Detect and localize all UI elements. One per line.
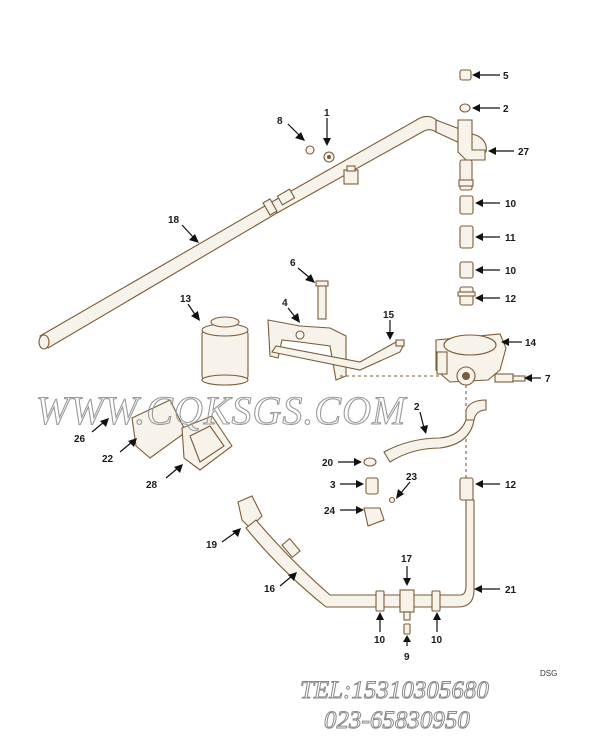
label-11: 11 — [505, 233, 516, 244]
label-23: 23 — [406, 472, 418, 483]
part-10-mid-clamp — [459, 261, 474, 279]
leader-lines — [91, 71, 541, 646]
part-13-filter — [201, 316, 249, 386]
pipe-18 — [38, 115, 487, 350]
label-22: 22 — [102, 454, 114, 465]
label-5: 5 — [503, 71, 509, 82]
label-16: 16 — [264, 584, 276, 595]
part-12-lower-fitting — [459, 477, 474, 501]
label-13: 13 — [180, 294, 192, 305]
label-3: 3 — [330, 480, 336, 491]
label-1: 1 — [324, 108, 330, 119]
part-11-hose — [459, 225, 474, 249]
label-18: 18 — [168, 215, 180, 226]
part-23-pin — [388, 496, 396, 504]
label-21: 21 — [505, 585, 517, 596]
label-15: 15 — [383, 310, 395, 321]
label-27: 27 — [518, 147, 530, 158]
part-20-ring — [363, 457, 377, 467]
label-2-upper: 2 — [503, 104, 509, 115]
label-19: 19 — [206, 540, 218, 551]
part-15-rod — [271, 339, 405, 371]
label-10-top: 10 — [505, 199, 517, 210]
part-12-top-fitting — [457, 286, 476, 306]
watermark-phone: 023-65830950 — [324, 707, 470, 734]
label-12-lower: 12 — [505, 480, 517, 491]
watermark-tel: TEL:15310305680 — [300, 677, 489, 704]
label-6: 6 — [290, 258, 296, 269]
label-14: 14 — [525, 338, 537, 349]
part-elbow-stub — [458, 159, 474, 191]
label-28: 28 — [146, 480, 158, 491]
part-10-top-clamp — [459, 195, 474, 215]
part-27-elbow — [457, 119, 486, 161]
label-26: 26 — [74, 434, 86, 445]
part-5-cap — [459, 69, 472, 81]
part-2-ring — [459, 103, 471, 113]
part-14-housing — [435, 333, 514, 386]
part-24-connector — [363, 507, 385, 527]
part-8-nut — [305, 145, 315, 155]
part-2-lower-hose — [383, 399, 487, 463]
watermark-site: WWW.CQKSGS.COM — [36, 388, 408, 433]
label-7: 7 — [545, 374, 551, 385]
part-labels: 5 2 27 10 11 10 12 14 7 8 1 18 6 4 13 15… — [74, 71, 551, 663]
part-6-bolt — [315, 280, 329, 320]
label-12-upper: 12 — [505, 294, 517, 305]
label-10-lower-left: 10 — [374, 635, 386, 646]
label-8: 8 — [277, 116, 283, 127]
label-20: 20 — [322, 458, 334, 469]
part-7-bolt — [512, 375, 526, 382]
part-10-lower-clamp-right — [431, 590, 441, 612]
part-3-fitting — [365, 477, 379, 495]
part-9-plug — [403, 623, 411, 635]
label-10-mid: 10 — [505, 266, 517, 277]
corner-mark: DSG — [540, 669, 557, 678]
part-17-tee — [399, 589, 415, 621]
pipe-bracket — [343, 165, 359, 185]
label-17: 17 — [401, 554, 413, 565]
label-4: 4 — [282, 298, 288, 309]
part-1-washer — [323, 151, 335, 163]
label-2-lower: 2 — [414, 402, 420, 413]
label-10-lower-right: 10 — [431, 635, 443, 646]
part-10-lower-clamp-left — [375, 590, 385, 612]
label-24: 24 — [324, 506, 336, 517]
label-9: 9 — [404, 652, 410, 663]
part-28-gasket — [181, 415, 233, 471]
